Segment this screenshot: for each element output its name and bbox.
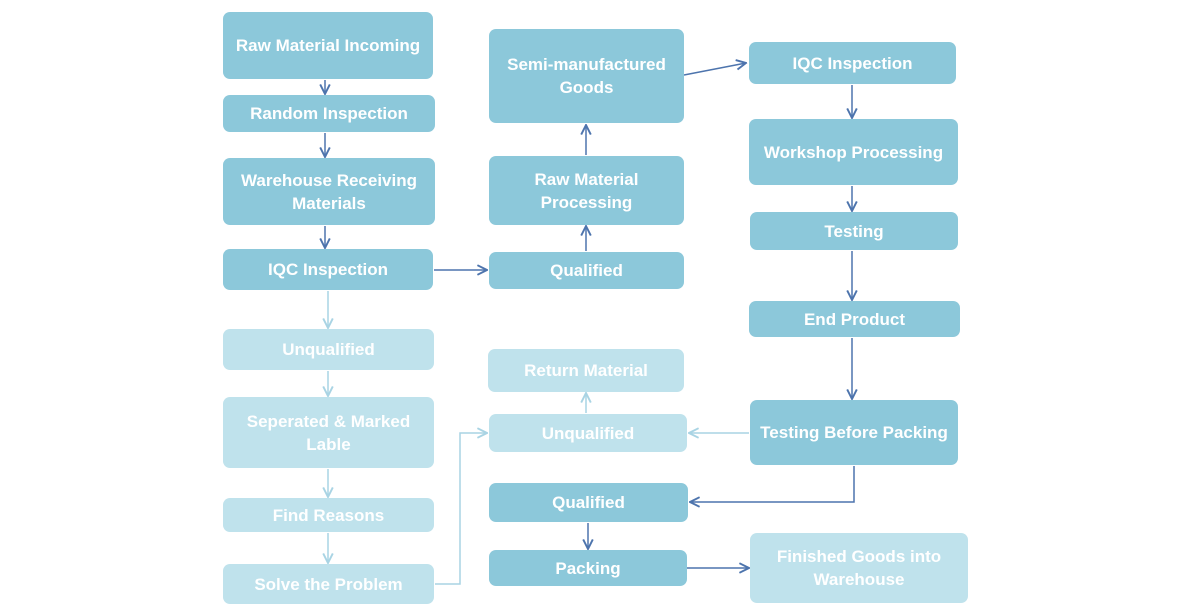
node-workshop-processing: Workshop Processing [749,119,958,185]
node-random-inspection: Random Inspection [223,95,435,132]
node-testing-before-packing: Testing Before Packing [750,400,958,465]
node-warehouse-receiving: Warehouse Receiving Materials [223,158,435,225]
node-separated-marked: Seperated & Marked Lable [223,397,434,468]
node-unqualified-left: Unqualified [223,329,434,370]
node-qualified-lower: Qualified [489,483,688,522]
node-packing: Packing [489,550,687,586]
node-iqc-inspection-left: IQC Inspection [223,249,433,290]
node-solve-problem: Solve the Problem [223,564,434,604]
node-finished-goods: Finished Goods into Warehouse [750,533,968,603]
arrow-solve-to-unqualified [435,433,487,585]
node-raw-material-incoming: Raw Material Incoming [223,12,433,79]
arrow-semi-to-iqc-right [683,63,746,76]
node-raw-material-processing: Raw Material Processing [489,156,684,225]
node-find-reasons: Find Reasons [223,498,434,532]
node-semi-manufactured: Semi-manufactured Goods [489,29,684,123]
node-iqc-inspection-right: IQC Inspection [749,42,956,84]
node-qualified-middle: Qualified [489,252,684,289]
node-unqualified-middle: Unqualified [489,414,687,452]
node-return-material: Return Material [488,349,684,392]
node-end-product: End Product [749,301,960,337]
node-testing: Testing [750,212,958,250]
arrow-testing-before-to-qualified [690,466,855,502]
